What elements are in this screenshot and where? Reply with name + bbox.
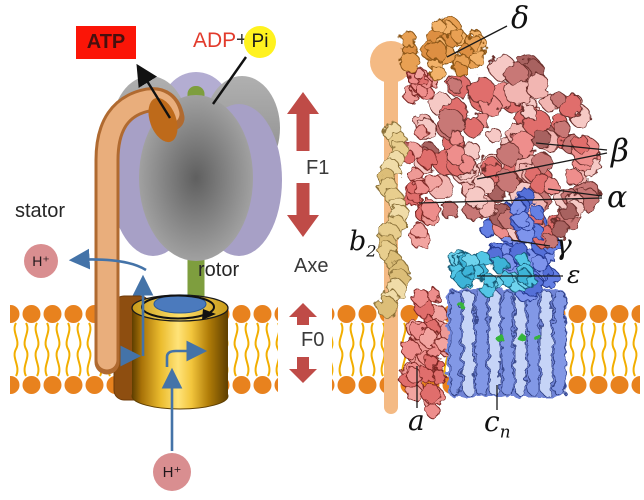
f1-down-arrow — [287, 183, 319, 237]
axe-label: Axe — [294, 255, 329, 277]
delta-subunit — [399, 16, 487, 97]
adp-entry-line — [212, 56, 247, 105]
cn-label: cn — [484, 408, 511, 440]
a-label: a — [408, 404, 425, 437]
proton-top-badge: H⁺ — [24, 244, 58, 278]
f0-up-arrow — [289, 303, 317, 325]
alpha-label: α — [607, 180, 628, 215]
delta-label: δ — [511, 1, 530, 36]
a-subunit-molecular — [399, 288, 460, 418]
pi-badge: Pi — [244, 26, 276, 58]
atp-label: ATP — [86, 31, 126, 53]
gamma-line — [510, 239, 551, 247]
proton-path-arrows — [68, 248, 208, 451]
gamma-subunit-front — [508, 188, 545, 245]
beta-label: β — [611, 133, 629, 169]
cn-subscript: n — [499, 421, 511, 442]
annotation-lines — [416, 25, 608, 410]
c-ring — [447, 289, 566, 397]
atp-release-arrow — [136, 63, 172, 119]
f0-down-arrow — [289, 357, 317, 383]
stator-head-knob — [148, 97, 178, 143]
b2-label: b2 — [349, 228, 377, 260]
beta-line-1 — [535, 142, 608, 151]
f1-label: F1 — [306, 157, 330, 179]
alpha-line-1 — [547, 188, 603, 197]
f0-label: F0 — [301, 329, 325, 351]
rotor-label: rotor — [198, 259, 240, 281]
atp-label-box: ATP — [76, 26, 136, 59]
f1-head — [110, 72, 282, 312]
alpha-line-2 — [418, 197, 603, 204]
cn-base: c — [484, 405, 500, 438]
b2-subscript: 2 — [366, 241, 377, 261]
stator-label: stator — [15, 200, 66, 222]
plus-sign: + — [236, 29, 248, 51]
b2-helix — [375, 122, 410, 318]
f1-up-arrow — [287, 92, 319, 151]
proton-bottom-badge: H⁺ — [153, 453, 191, 491]
stator-arm — [94, 87, 185, 375]
beta-line-2 — [476, 152, 608, 180]
delta-line — [446, 25, 508, 58]
gamma-label: γ — [555, 228, 572, 261]
adp-label: ADP — [193, 29, 237, 52]
f1-f0-extent-arrows — [287, 92, 319, 383]
b2-base: b — [349, 226, 367, 257]
epsilon-label: ε — [567, 260, 581, 289]
alpha-beta-complex — [400, 54, 601, 250]
